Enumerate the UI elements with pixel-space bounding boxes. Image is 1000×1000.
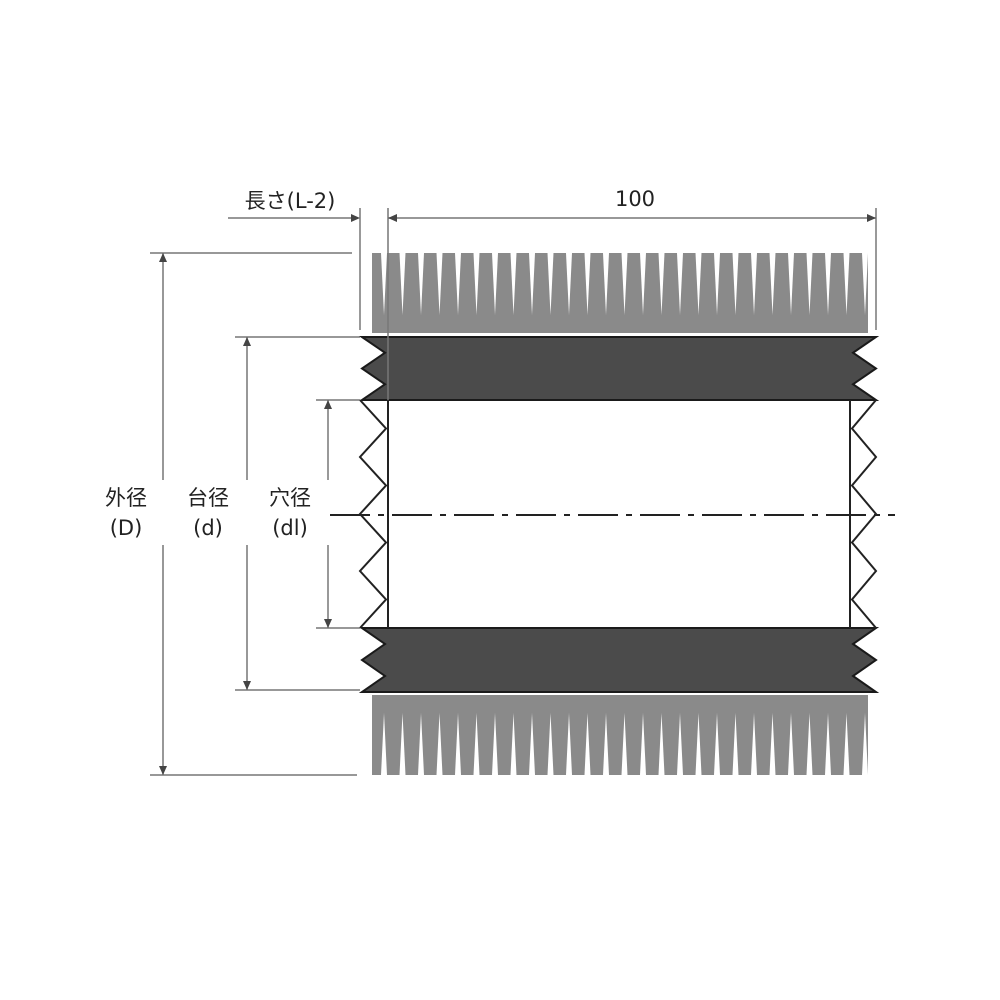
bristle-gap — [492, 253, 498, 315]
outer-diameter-symbol: (D) — [110, 516, 143, 540]
bristle-gap — [862, 253, 868, 315]
bristle-gap — [566, 713, 572, 775]
bristle-gap — [418, 253, 424, 315]
bristle-gap — [732, 713, 739, 775]
base-diameter-label: 台径 — [187, 486, 229, 510]
width-value: 100 — [615, 187, 655, 211]
core-band-top — [358, 336, 880, 401]
bristle-gap — [769, 713, 776, 775]
dimension-lines — [150, 208, 877, 776]
bristle-gap — [658, 253, 665, 315]
bristle-gap — [455, 713, 461, 775]
bristle-gap — [677, 713, 683, 775]
bristle-gap — [621, 253, 628, 315]
length-label: 長さ(L-2) — [245, 189, 336, 213]
bristle-gap — [658, 713, 665, 775]
bristle-gap — [621, 713, 628, 775]
bristle-gap — [751, 713, 757, 775]
bristle-gap — [825, 713, 831, 775]
bristle-gap — [492, 713, 498, 775]
bristle-gap — [436, 253, 443, 315]
bristle-gap — [547, 713, 554, 775]
bristle-gap — [788, 253, 794, 315]
bristle-gap — [677, 253, 683, 315]
bristle-gap — [769, 253, 776, 315]
bristle-gap — [603, 253, 609, 315]
outer-diameter-label: 外径 — [105, 486, 147, 510]
hole-diameter-symbol: (dl) — [272, 516, 308, 540]
bristle-gap — [640, 253, 646, 315]
bristle-gap — [529, 713, 535, 775]
bristle-gap — [584, 713, 591, 775]
bristle-gap — [788, 713, 794, 775]
bristle-gap — [418, 713, 424, 775]
bristle-gap — [381, 713, 387, 775]
bristle-gap — [399, 253, 406, 315]
bristle-gap — [399, 713, 406, 775]
bristles-top — [372, 253, 868, 333]
bristle-gap — [566, 253, 572, 315]
base-diameter-symbol: (d) — [193, 516, 223, 540]
bristle-gap — [510, 713, 517, 775]
bristle-gap — [843, 713, 850, 775]
bristle-gap — [862, 713, 868, 775]
bristle-gap — [603, 713, 609, 775]
bristle-gap — [381, 253, 387, 315]
bristle-gap — [806, 253, 813, 315]
hole-diameter-label: 穴径 — [269, 486, 311, 510]
bristle-gap — [584, 253, 591, 315]
bristle-gap — [806, 713, 813, 775]
bristles-bottom — [372, 695, 868, 775]
bristle-block — [372, 253, 868, 333]
bristle-gap — [751, 253, 757, 315]
bristle-gap — [510, 253, 517, 315]
bristle-gap — [825, 253, 831, 315]
bristle-gap — [714, 253, 720, 315]
bristle-gap — [436, 713, 443, 775]
bristle-gap — [473, 713, 480, 775]
bristle-gap — [714, 713, 720, 775]
bristle-gap — [547, 253, 554, 315]
bristle-gap — [455, 253, 461, 315]
bristle-block — [372, 695, 868, 775]
bristle-gap — [529, 253, 535, 315]
bristle-gap — [732, 253, 739, 315]
bristle-gap — [695, 713, 702, 775]
bristle-gap — [473, 253, 480, 315]
bristle-gap — [843, 253, 850, 315]
dimension-arrows — [159, 214, 876, 775]
core-band-bottom — [358, 627, 880, 693]
bristle-gap — [640, 713, 646, 775]
bristle-gap — [695, 253, 702, 315]
